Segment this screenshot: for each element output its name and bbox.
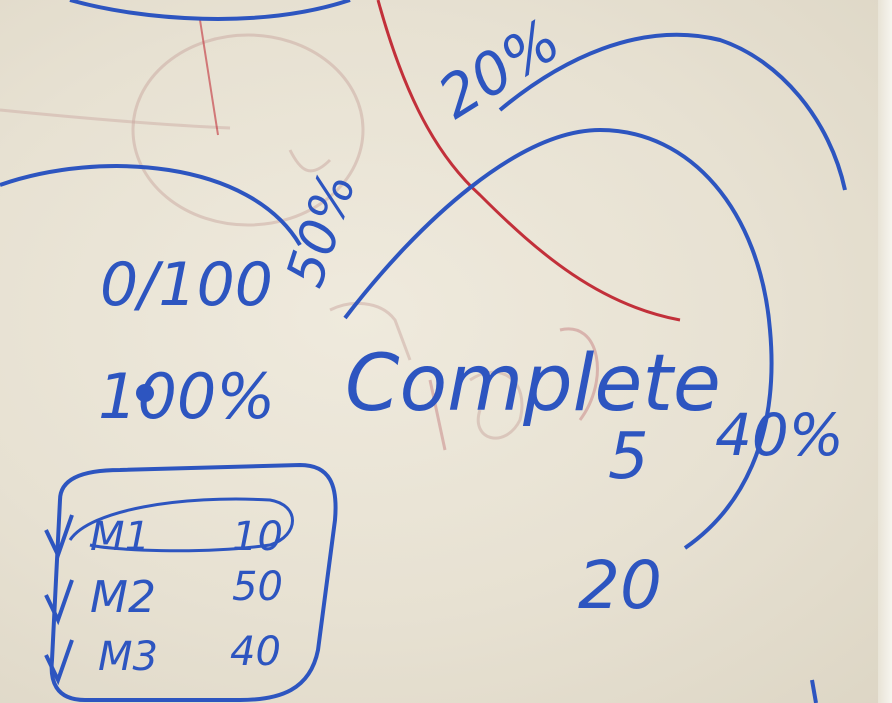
ghost-scribble-2 <box>428 327 599 451</box>
complete-label: Complete <box>345 339 721 429</box>
ink-blot <box>136 384 154 402</box>
ghost-drawings <box>0 33 599 451</box>
m3-value: 40 <box>230 629 281 675</box>
table-box <box>49 462 338 702</box>
m1-circle <box>68 497 294 553</box>
ghost-mark <box>288 149 332 173</box>
m1-value: 10 <box>232 514 283 560</box>
m-table: M1 10 M2 50 M3 40 <box>44 462 338 702</box>
top-arc <box>69 0 351 21</box>
check-mark-3 <box>44 639 74 686</box>
check-mark-1 <box>44 514 74 561</box>
left-arc <box>0 164 302 247</box>
m2-value: 50 <box>232 564 283 610</box>
upper-arc <box>498 32 847 191</box>
twenty-label: 20 <box>578 547 662 624</box>
large-arc <box>343 127 774 550</box>
ghost-line <box>0 108 231 130</box>
check-mark-2 <box>44 579 74 626</box>
percent-label: 100% <box>98 360 275 433</box>
label-group: 20% 50% 0/100 100% Complete 5 40% 20 <box>98 6 844 624</box>
board-edge <box>878 0 892 703</box>
red-tick <box>199 19 219 136</box>
ghost-circle <box>131 33 365 227</box>
m2-name: M2 <box>90 572 156 623</box>
forty-pct-label: 40% <box>715 401 844 469</box>
pct-left-label: 50% <box>275 166 368 294</box>
stray-mark <box>810 679 818 703</box>
m3-name: M3 <box>98 634 158 680</box>
ratio-label: 0/100 <box>100 250 273 320</box>
five-label: 5 <box>608 420 649 494</box>
pct-top-label: 20% <box>426 6 571 132</box>
m1-name: M1 <box>90 514 150 560</box>
ghost-scribble <box>329 301 524 440</box>
red-curve <box>376 0 681 322</box>
